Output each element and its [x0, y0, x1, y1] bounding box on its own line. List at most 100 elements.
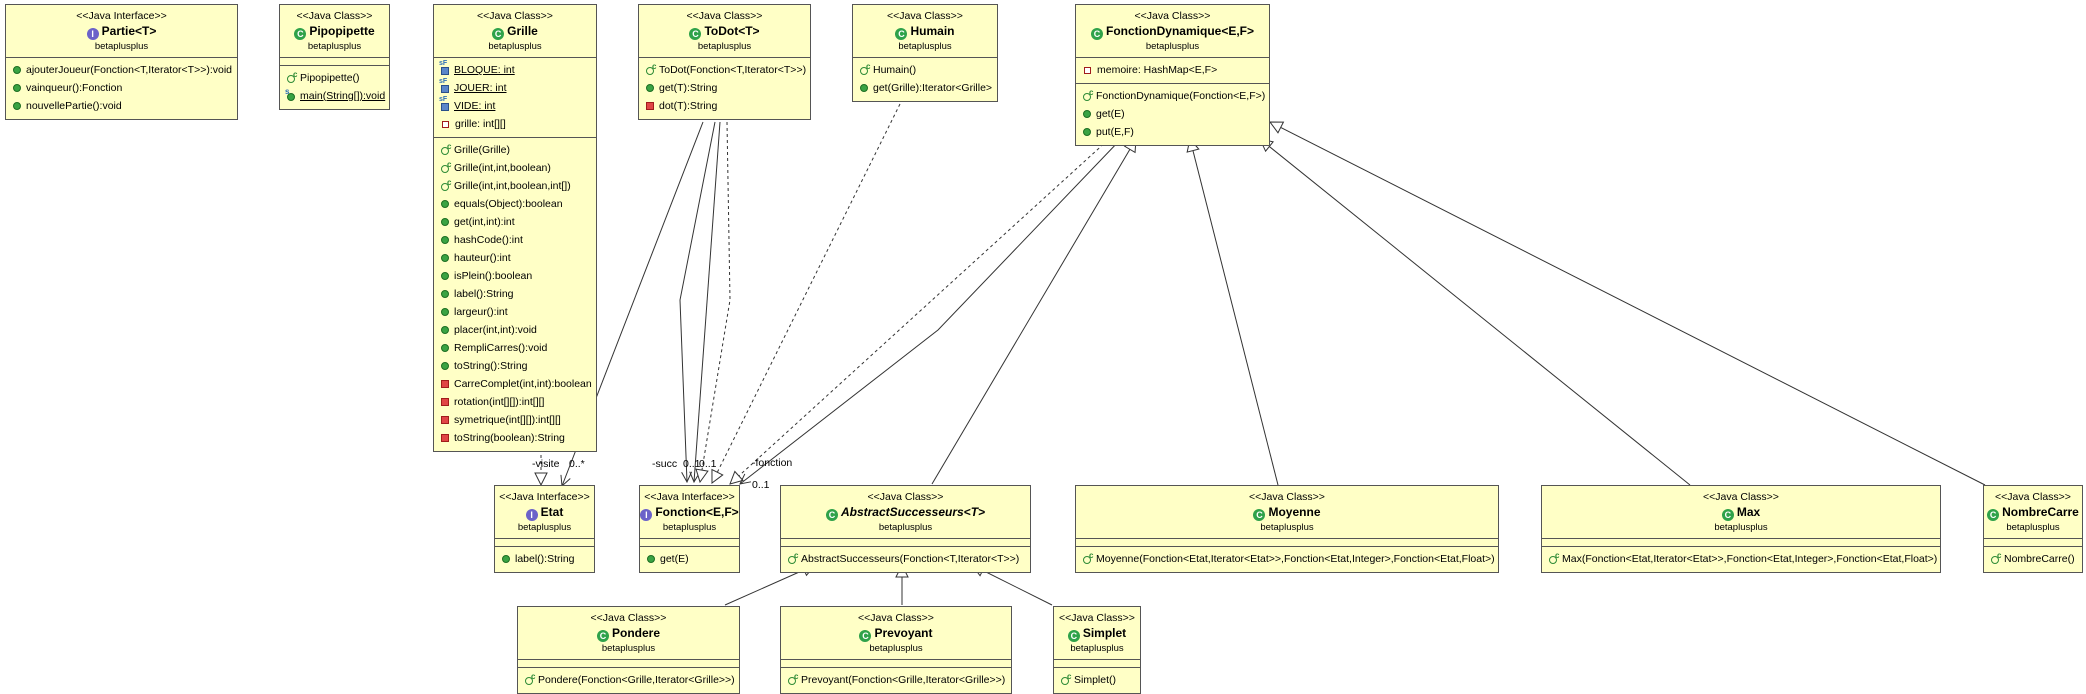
- method-row[interactable]: NombreCarre(): [1984, 550, 2082, 568]
- method-row[interactable]: toString(boolean):String: [434, 429, 596, 447]
- method-row[interactable]: get(E): [1076, 105, 1269, 123]
- class-name: Humain: [910, 24, 955, 38]
- method-row[interactable]: nouvellePartie():void: [6, 97, 237, 115]
- label-succ: -succ: [652, 458, 678, 470]
- method-row[interactable]: get(E): [640, 550, 739, 568]
- public-method-icon: [13, 66, 21, 74]
- method-row[interactable]: get(Grille):Iterator<Grille>: [853, 79, 997, 97]
- method-row[interactable]: get(int,int):int: [434, 213, 596, 231]
- field-row[interactable]: JOUER: int: [434, 78, 596, 97]
- method-row[interactable]: placer(int,int):void: [434, 321, 596, 339]
- constructor-icon: [1991, 551, 2001, 564]
- method-row[interactable]: largeur():int: [434, 303, 596, 321]
- method-row[interactable]: CarreComplet(int,int):boolean: [434, 375, 596, 393]
- methods-section: ajouterJoueur(Fonction<T,Iterator<T>>):v…: [6, 58, 237, 119]
- method-row[interactable]: toString():String: [434, 357, 596, 375]
- method-row[interactable]: RempliCarres():void: [434, 339, 596, 357]
- label-fonction: -fonction: [752, 457, 793, 469]
- package-name: betaplusplus: [517, 522, 572, 533]
- class-icon: C: [859, 630, 872, 642]
- field-row[interactable]: BLOQUE: int: [434, 60, 596, 79]
- method-row[interactable]: vainqueur():Fonction: [6, 79, 237, 97]
- edge-nombrecarre-fdyn: [1270, 122, 1986, 486]
- package-name: betaplusplus: [2006, 522, 2060, 533]
- class-name: Partie<T>: [101, 24, 157, 38]
- method-row[interactable]: label():String: [495, 550, 594, 568]
- method-row[interactable]: Simplet(): [1054, 671, 1140, 689]
- class-name: AbstractSuccesseurs<T>: [840, 505, 986, 519]
- class-name: Grille: [507, 24, 538, 38]
- method-row[interactable]: put(E,F): [1076, 123, 1269, 141]
- method-row[interactable]: rotation(int[][]):int[][]: [434, 393, 596, 411]
- stereotype: <<Java Class>>: [858, 612, 934, 624]
- private-method-icon: [441, 434, 449, 442]
- class-name: Moyenne: [1268, 505, 1321, 519]
- methods-section: Simplet(): [1054, 667, 1140, 693]
- method-row[interactable]: ajouterJoueur(Fonction<T,Iterator<T>>):v…: [6, 61, 237, 79]
- public-method-icon: [441, 200, 449, 208]
- method-row[interactable]: symetrique(int[][]):int[][]: [434, 411, 596, 429]
- field-row[interactable]: grille: int[][]: [434, 115, 596, 133]
- class-name: Max: [1736, 505, 1761, 519]
- method-row[interactable]: Grille(Grille): [434, 141, 596, 159]
- method-row[interactable]: FonctionDynamique(Fonction<E,F>): [1076, 87, 1269, 105]
- method-row[interactable]: hauteur():int: [434, 249, 596, 267]
- method-row[interactable]: Max(Fonction<Etat,Iterator<Etat>>,Foncti…: [1542, 550, 1940, 568]
- method-row[interactable]: get(T):String: [639, 79, 810, 97]
- edge-moyenne-fdyn: [1190, 139, 1279, 486]
- field-row[interactable]: memoire: HashMap<E,F>: [1076, 61, 1269, 79]
- method-row[interactable]: Prevoyant(Fonction<Grille,Iterator<Grill…: [781, 671, 1011, 689]
- constructor-icon: [441, 178, 451, 191]
- constructor-icon: [860, 62, 870, 75]
- class-icon: C: [1253, 509, 1266, 521]
- class-icon: C: [895, 28, 908, 40]
- method-row[interactable]: AbstractSuccesseurs(Fonction<T,Iterator<…: [781, 550, 1030, 568]
- method-row[interactable]: hashCode():int: [434, 231, 596, 249]
- package-name: betaplusplus: [1145, 41, 1200, 52]
- package-name: betaplusplus: [1714, 522, 1768, 533]
- constructor-icon: [1083, 551, 1093, 564]
- method-row[interactable]: dot(T):String: [639, 97, 810, 115]
- method-row[interactable]: label():String: [434, 285, 596, 303]
- method-row[interactable]: Pipopipette(): [280, 69, 389, 87]
- class-icon: C: [1721, 509, 1734, 521]
- field-row[interactable]: VIDE: int: [434, 96, 596, 115]
- stereotype: <<Java Class>>: [867, 491, 944, 503]
- interface-icon: I: [86, 28, 99, 40]
- method-row[interactable]: Grille(int,int,boolean): [434, 159, 596, 177]
- method-row[interactable]: Pondere(Fonction<Grille,Iterator<Grille>…: [518, 671, 739, 689]
- method-row[interactable]: ToDot(Fonction<T,Iterator<T>>): [639, 61, 810, 79]
- method-row[interactable]: main(String[]):void: [280, 87, 389, 105]
- method-row[interactable]: isPlein():boolean: [434, 267, 596, 285]
- method-row[interactable]: Grille(int,int,boolean,int[]): [434, 177, 596, 195]
- private-method-icon: [441, 398, 449, 406]
- method-row[interactable]: Moyenne(Fonction<Etat,Iterator<Etat>>,Fo…: [1076, 550, 1498, 568]
- stereotype: <<Java Class>>: [477, 10, 553, 22]
- method-row[interactable]: equals(Object):boolean: [434, 195, 596, 213]
- label-visite: -visite: [532, 458, 560, 470]
- public-method-icon: [441, 362, 449, 370]
- fields-section: BLOQUE: int JOUER: int VIDE: int grille:…: [434, 58, 596, 137]
- package-name: betaplusplus: [869, 643, 923, 654]
- interface-icon: I: [525, 509, 538, 521]
- public-method-icon: [441, 218, 449, 226]
- stereotype: <<Java Class>>: [296, 10, 373, 22]
- method-row[interactable]: Humain(): [853, 61, 997, 79]
- edge-abstract-fdyn: [931, 139, 1136, 485]
- constructor-icon: [646, 62, 656, 75]
